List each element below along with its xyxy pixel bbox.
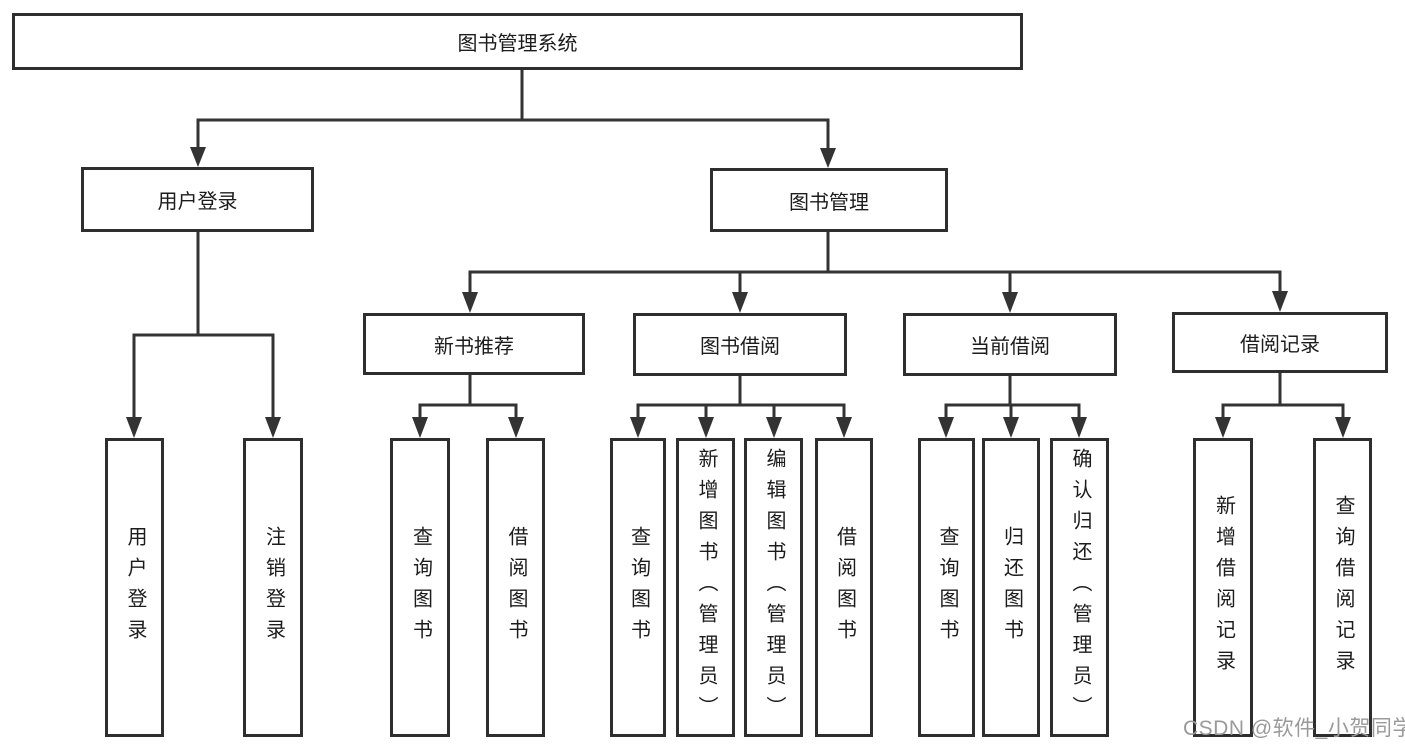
arrowhead-icon	[126, 417, 142, 438]
node-root-label: 图书管理系统	[457, 33, 578, 55]
node-book-management: 图书管理	[710, 168, 948, 232]
leaf-query-book-borrowing-label: 查询图书	[627, 525, 650, 650]
arrowhead-icon	[1335, 417, 1351, 438]
arrowhead-icon	[1272, 291, 1288, 312]
leaf-query-book-recommend: 查询图书	[390, 438, 450, 737]
arrowhead-icon	[732, 292, 748, 313]
node-root: 图书管理系统	[12, 13, 1023, 70]
node-user-login-label: 用户登录	[157, 191, 238, 213]
leaf-query-book-borrowing: 查询图书	[610, 438, 666, 737]
leaf-add-book-admin-label: 新增图书（管理员）	[695, 448, 717, 727]
leaf-user-login: 用户登录	[105, 438, 164, 737]
arrowhead-icon	[820, 148, 836, 168]
edges-root	[190, 70, 836, 168]
node-book-borrowing-label: 图书借阅	[700, 336, 780, 358]
edges-book-borrowing	[630, 376, 852, 438]
leaf-query-borrow-record-label: 查询借阅记录	[1332, 494, 1354, 681]
csdn-watermark: CSDN @软件_小贺同学	[1183, 717, 1405, 740]
leaf-edit-book-admin-label: 编辑图书（管理员）	[763, 448, 785, 727]
leaf-query-book-current: 查询图书	[918, 438, 975, 737]
leaf-user-login-label: 用户登录	[124, 525, 146, 650]
node-current-borrowing: 当前借阅	[903, 313, 1117, 376]
arrowhead-icon	[412, 417, 428, 438]
node-book-borrowing: 图书借阅	[633, 313, 847, 376]
arrowhead-icon	[766, 417, 782, 438]
edges-current-borrowing	[938, 376, 1087, 438]
arrowhead-icon	[630, 417, 646, 438]
arrowhead-icon	[190, 147, 206, 167]
leaf-return-book-label: 归还图书	[1000, 525, 1023, 650]
leaf-borrow-book-recommend: 借阅图书	[486, 438, 545, 737]
node-new-book-recommend: 新书推荐	[363, 313, 585, 375]
leaf-query-book-current-label: 查询图书	[936, 525, 958, 650]
node-new-book-recommend-label: 新书推荐	[434, 335, 514, 358]
arrowhead-icon	[1003, 417, 1019, 438]
leaf-borrow-book: 借阅图书	[815, 438, 873, 737]
leaf-add-book-admin: 新增图书（管理员）	[676, 438, 735, 737]
edges-borrow-records	[1215, 373, 1351, 438]
edges-book-management	[462, 232, 1288, 313]
leaf-return-book: 归还图书	[982, 438, 1040, 737]
arrowhead-icon	[508, 417, 524, 438]
leaf-add-borrow-record: 新增借阅记录	[1193, 438, 1253, 737]
leaf-edit-book-admin: 编辑图书（管理员）	[744, 438, 803, 737]
arrowhead-icon	[462, 292, 478, 313]
leaf-borrow-book-recommend-label: 借阅图书	[505, 525, 527, 650]
node-book-management-label: 图书管理	[789, 191, 869, 214]
leaf-add-borrow-record-label: 新增借阅记录	[1212, 494, 1235, 681]
leaf-query-book-recommend-label: 查询图书	[409, 525, 432, 650]
arrowhead-icon	[836, 417, 852, 438]
leaf-logout-label: 注销登录	[262, 525, 285, 650]
leaf-logout: 注销登录	[243, 438, 303, 737]
arrowhead-icon	[1002, 292, 1018, 313]
arrowhead-icon	[1071, 417, 1087, 438]
arrowhead-icon	[1215, 417, 1231, 438]
node-borrow-records-label: 借阅记录	[1240, 334, 1320, 356]
arrowhead-icon	[698, 417, 714, 438]
leaf-borrow-book-label: 借阅图书	[833, 525, 856, 650]
edges-new-book-recommend	[412, 375, 524, 438]
edges-user-login	[126, 232, 281, 438]
node-current-borrowing-label: 当前借阅	[970, 336, 1050, 358]
arrowhead-icon	[265, 417, 281, 438]
node-borrow-records: 借阅记录	[1172, 312, 1388, 373]
leaf-query-borrow-record: 查询借阅记录	[1313, 438, 1372, 737]
leaf-confirm-return-admin: 确认归还（管理员）	[1050, 438, 1109, 737]
arrowhead-icon	[938, 417, 954, 438]
node-user-login: 用户登录	[81, 167, 314, 232]
leaf-confirm-return-admin-label: 确认归还（管理员）	[1069, 448, 1091, 727]
